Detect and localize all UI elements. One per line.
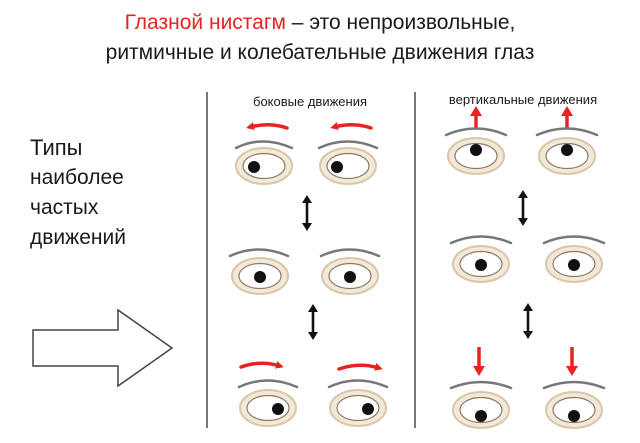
eye-vertical-r3-left [449,380,513,429]
eye-lateral-r1-left [234,140,294,185]
types-line-4: движений [30,226,126,249]
red-arrow-down-1 [473,347,485,376]
red-arrow-right-2 [337,363,383,371]
eye-lateral-r3-right [327,379,389,427]
eye-lateral-r2-left [228,248,290,295]
title-highlight: Глазной нистагм [124,11,286,34]
lateral-label: боковые движения [253,94,367,109]
vertical-label: вертикальные движения [449,92,597,107]
red-arrow-up-1 [470,106,482,128]
big-arrow-icon [32,308,174,388]
eye-vertical-r3-right [542,380,606,429]
title-line-2: ритмичные и колебательные движения глаз [105,41,535,64]
arrow-up-down-icon [308,304,318,340]
red-arrow-down-2 [566,347,578,376]
title-line-1: Глазной нистагм – это непроизвольные, [0,8,640,38]
title-line1-rest: – это непроизвольные, [285,11,516,34]
types-line-3: частых [30,196,99,219]
red-arrow-left-1 [246,122,289,130]
eye-vertical-r2-right [542,235,606,283]
red-arrow-left-2 [330,122,373,130]
page-title: Глазной нистагм – это непроизвольные, ри… [0,8,640,68]
red-arrow-up-2 [561,106,573,128]
eye-lateral-r1-right [317,140,379,185]
eye-lateral-r2-right [319,248,381,295]
arrow-up-down-icon [523,303,533,339]
eye-vertical-r2-left [449,235,513,283]
eye-vertical-r1-left [444,127,508,175]
arrow-up-down-icon [302,195,312,231]
eye-lateral-r3-left [237,379,299,427]
arrow-up-down-icon [518,190,528,226]
eye-vertical-r1-right [535,127,599,175]
types-line-2: наиболее [30,166,124,189]
types-line-1: Типы [30,135,83,160]
types-caption: Типы наиболее частых движений [30,133,126,253]
red-arrow-right-1 [239,361,284,369]
